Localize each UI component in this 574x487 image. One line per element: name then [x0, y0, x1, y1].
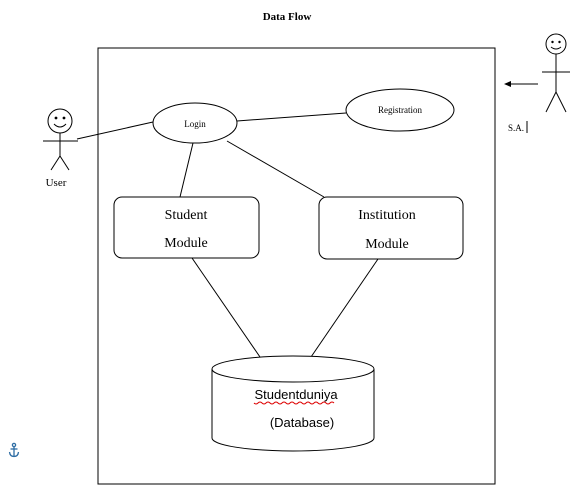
sa-stick-figure-icon — [542, 33, 570, 113]
institution-database-connector — [310, 258, 379, 358]
institution-module-label-line2: Module — [365, 237, 409, 252]
database-label-line1: Studentduniya — [254, 387, 338, 402]
institution-module-label-line1: Institution — [358, 208, 416, 223]
student-module-label-line1: Student — [165, 208, 208, 223]
user-stick-figure-icon — [43, 108, 78, 171]
arrow-head-icon — [504, 81, 511, 87]
system-boundary — [97, 47, 496, 485]
spellcheck-underline — [253, 401, 335, 405]
sa-label: S.A. — [508, 123, 524, 133]
student-module-label-line2: Module — [164, 236, 208, 251]
registration-label: Registration — [378, 105, 422, 115]
login-label: Login — [184, 119, 206, 129]
login-node — [152, 102, 238, 144]
institution-module-node — [318, 196, 464, 260]
database-label-line2: (Database) — [270, 415, 334, 430]
login-institution-connector — [226, 140, 325, 198]
user-login-connector — [76, 121, 154, 140]
student-module-node — [113, 196, 260, 259]
login-registration-connector — [236, 112, 347, 122]
login-student-connector — [179, 142, 194, 198]
diagram-title: Data Flow — [263, 11, 312, 23]
registration-node — [345, 88, 455, 132]
student-database-connector — [191, 257, 261, 358]
user-label: User — [46, 177, 67, 189]
database-node — [211, 355, 375, 452]
anchor-icon — [8, 442, 20, 458]
